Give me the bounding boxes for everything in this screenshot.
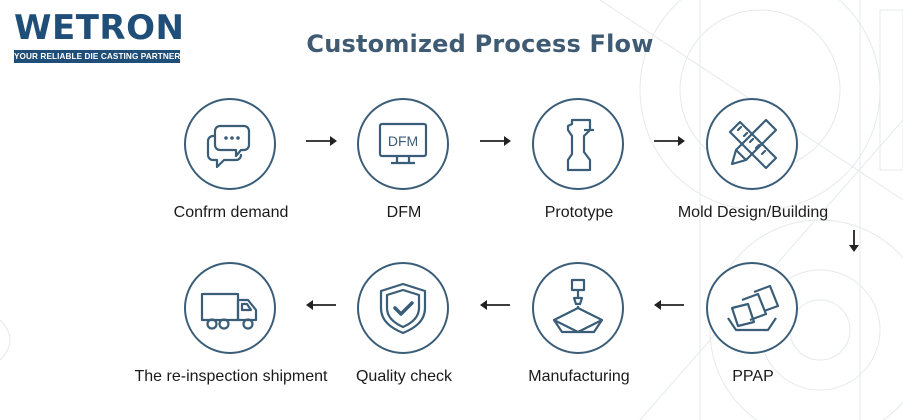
step-circle: [706, 262, 798, 354]
arrow-right-icon: [654, 136, 685, 146]
logo-tagline: YOUR RELIABLE DIE CASTING PARTNER: [14, 50, 180, 63]
arrow-left-icon: [654, 300, 684, 310]
step-circle: [357, 262, 449, 354]
step-circle: DFM: [357, 98, 449, 190]
step-label: Manufacturing: [528, 368, 630, 385]
step-circle: [184, 98, 276, 190]
shield-check-icon: [379, 282, 427, 335]
step-label: Prototype: [544, 204, 614, 221]
step-dfm: DFM DFM: [294, 98, 514, 248]
monitor-text: DFM: [388, 133, 418, 149]
arrow-left-icon: [306, 300, 336, 310]
step-re-inspection-shipment: The re-inspection shipment: [121, 262, 341, 412]
part-profile-icon: [566, 118, 594, 172]
step-label: The re-inspection shipment: [134, 368, 328, 385]
step-confirm-demand: Confrm demand: [121, 98, 341, 248]
step-circle: [706, 98, 798, 190]
step-manufacturing: Manufacturing: [469, 262, 689, 412]
step-mold-design: Mold Design/Building: [643, 98, 863, 248]
truck-icon: [200, 292, 258, 330]
page-title: Customized Process Flow: [306, 30, 654, 58]
machining-icon: [552, 278, 604, 334]
arrow-down-icon: [849, 230, 859, 252]
arrow-left-icon: [480, 300, 510, 310]
monitor-icon: DFM: [378, 122, 428, 165]
step-circle: [532, 262, 624, 354]
step-label: DFM: [386, 204, 422, 221]
arrow-right-icon: [306, 136, 337, 146]
company-logo: WETRON YOUR RELIABLE DIE CASTING PARTNER: [14, 8, 185, 63]
step-label: Confrm demand: [173, 204, 289, 221]
step-prototype: Prototype: [469, 98, 689, 248]
chat-bubbles-icon: [206, 124, 251, 169]
step-label: Quality check: [355, 368, 453, 385]
arrow-right-icon: [480, 136, 511, 146]
step-circle: [532, 98, 624, 190]
step-label: Mold Design/Building: [677, 204, 829, 221]
pencil-ruler-icon: [728, 118, 778, 170]
documents-stack-icon: [727, 284, 780, 332]
step-ppap: PPAP: [643, 262, 863, 412]
logo-wordmark: WETRON: [14, 8, 185, 48]
step-quality-check: Quality check: [294, 262, 514, 412]
step-label: PPAP: [732, 368, 774, 385]
step-circle: [184, 262, 276, 354]
